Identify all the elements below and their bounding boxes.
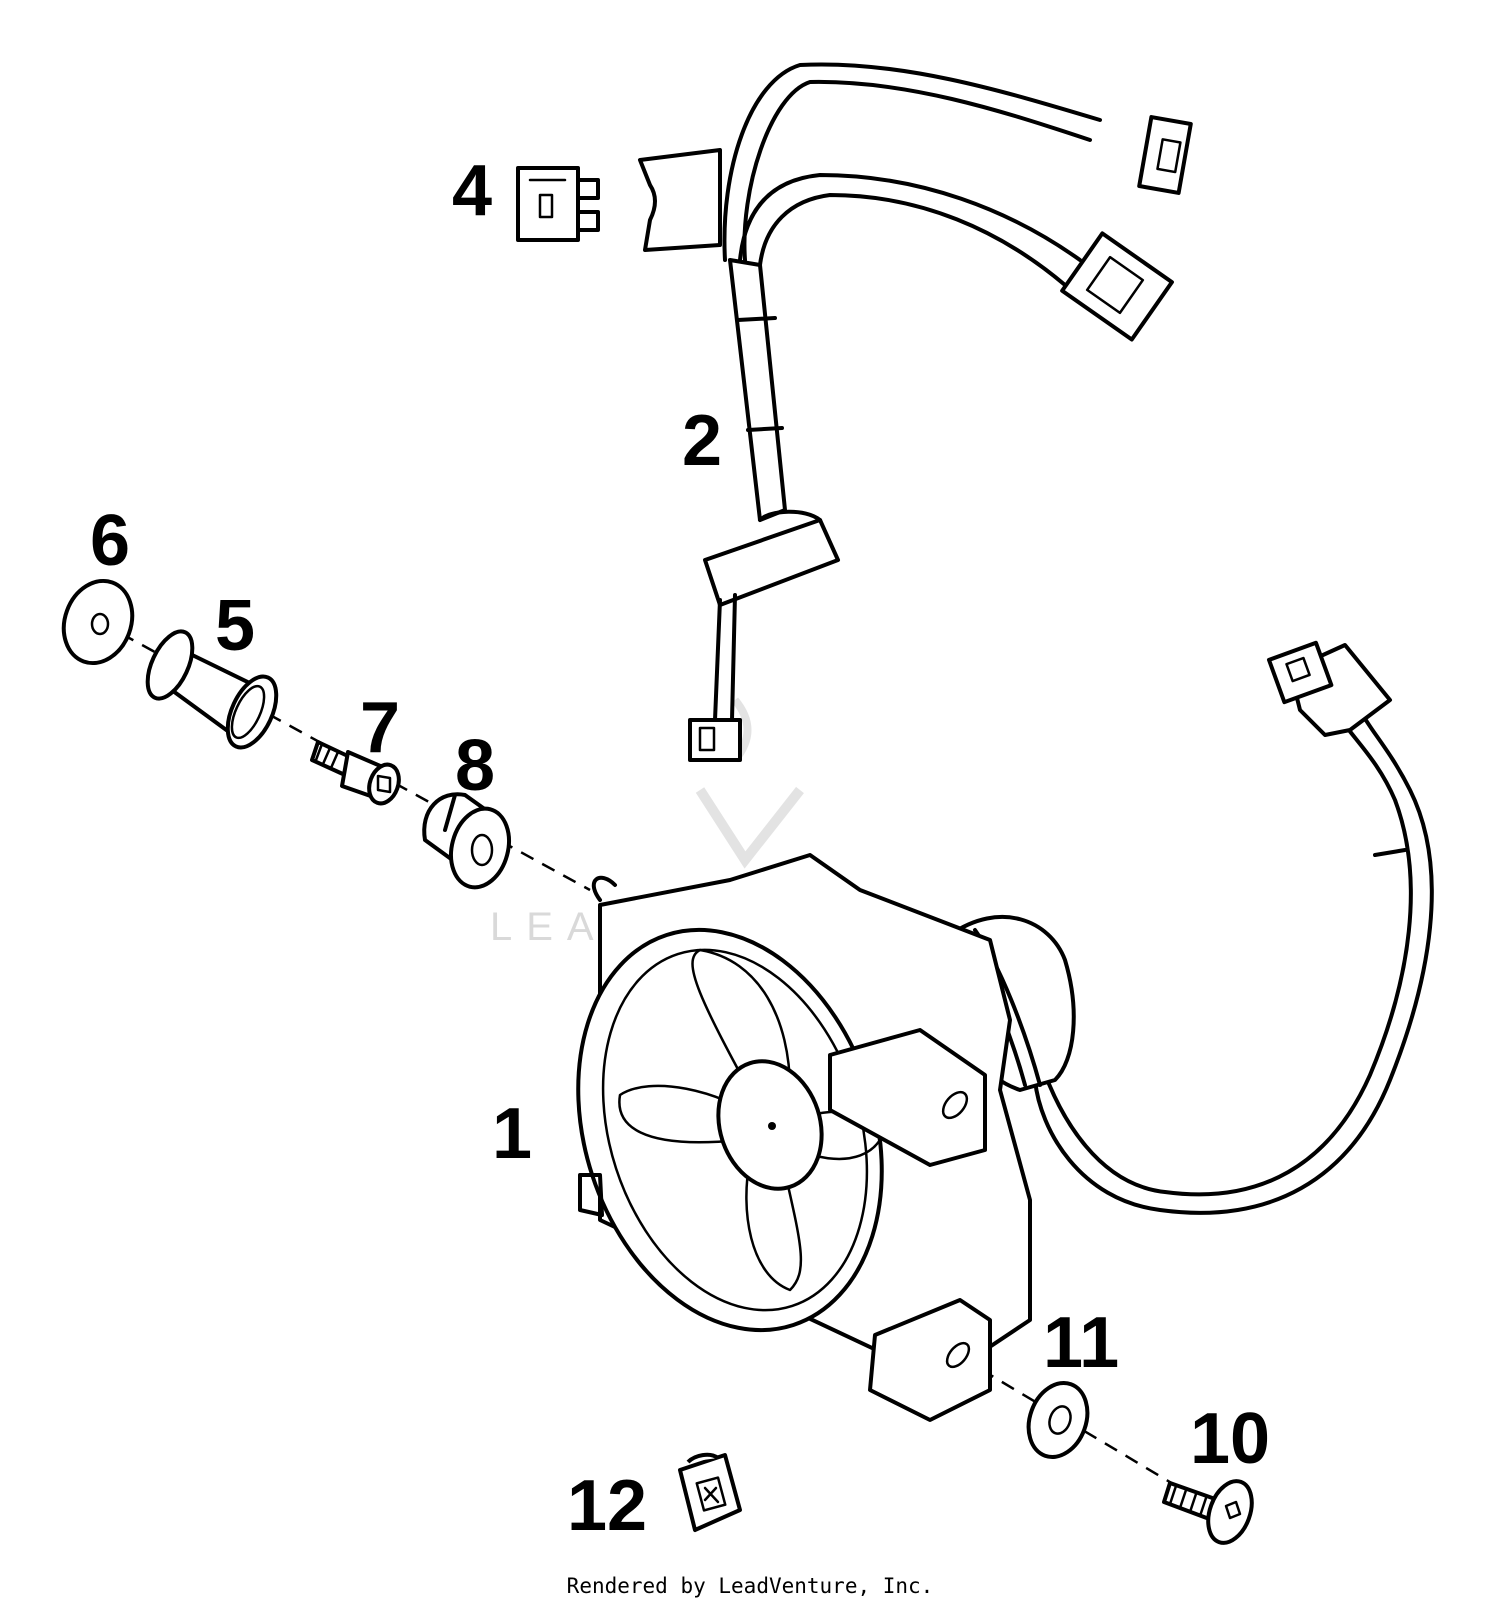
part-7-screw[interactable] (310, 740, 404, 808)
callout-10: 10 (1190, 1399, 1270, 1479)
part-8-grommet[interactable] (422, 792, 517, 894)
part-5-sleeve[interactable] (138, 625, 286, 755)
callout-11: 11 (1043, 1303, 1119, 1383)
part-1-fan-assembly[interactable] (529, 640, 1434, 1422)
callout-7: 7 (360, 688, 400, 768)
callout-8: 8 (455, 726, 495, 806)
callout-2: 2 (682, 401, 722, 481)
part-4-fuse[interactable] (516, 166, 600, 242)
part-2-wiring-harness[interactable] (638, 62, 1193, 762)
callout-12: 12 (567, 1466, 647, 1546)
callout-4: 4 (452, 151, 492, 231)
callout-5: 5 (215, 586, 255, 666)
part-12-clip-nut[interactable] (678, 1452, 742, 1532)
callout-labels: 1 2 4 5 6 7 8 10 11 12 (90, 151, 1270, 1546)
part-10-screw[interactable] (1162, 1475, 1260, 1549)
callout-1: 1 (492, 1094, 532, 1174)
part-6-washer[interactable] (53, 571, 144, 673)
callout-6: 6 (90, 501, 130, 581)
part-11-washer[interactable] (1019, 1375, 1098, 1466)
footer-credit: Rendered by LeadVenture, Inc. (566, 1574, 934, 1598)
